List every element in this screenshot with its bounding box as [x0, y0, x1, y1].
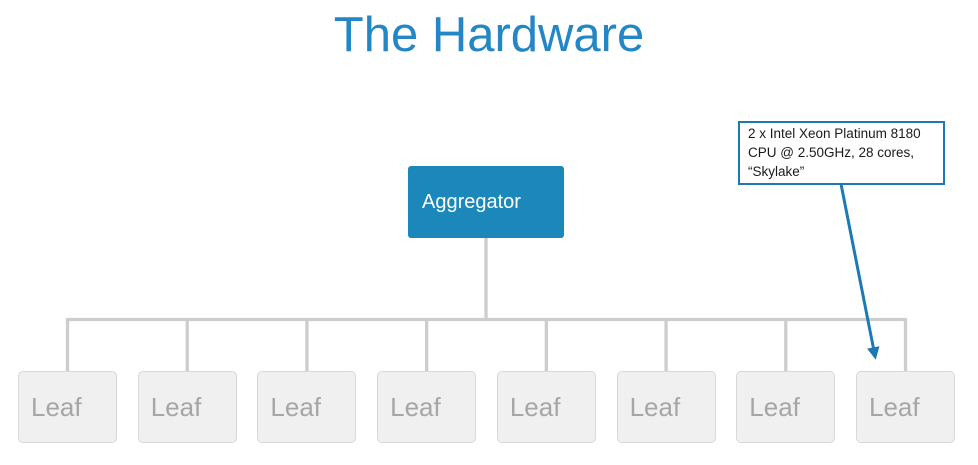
aggregator-node: Aggregator: [408, 166, 564, 238]
leaf-label: Leaf: [31, 391, 82, 422]
leaf-node: Leaf: [257, 371, 357, 443]
leaf-node: Leaf: [137, 371, 237, 443]
leaf-label: Leaf: [509, 391, 561, 422]
callout-text-line: 2 x Intel Xeon Platinum 8180: [748, 126, 921, 141]
leaf-label: Leaf: [868, 391, 920, 422]
leaf-label: Leaf: [270, 391, 322, 422]
page-title: The Hardware: [333, 8, 645, 62]
leaf-label: Leaf: [150, 391, 202, 422]
cpu-spec-callout: 2 x Intel Xeon Platinum 8180 CPU @ 2.50G…: [738, 121, 945, 185]
leaf-node: Leaf: [18, 371, 117, 443]
leaf-node: Leaf: [616, 371, 716, 443]
leaf-label: Leaf: [749, 391, 800, 422]
callout-text-line: CPU @ 2.50GHz, 28 cores,: [748, 145, 915, 160]
leaf-label: Leaf: [390, 391, 441, 422]
aggregator-label: Aggregator: [422, 190, 521, 213]
callout-text-line: “Skylake”: [748, 164, 805, 179]
leaf-node: Leaf: [855, 371, 955, 443]
leaf-node: Leaf: [377, 371, 477, 443]
leaf-node: Leaf: [496, 371, 596, 443]
leaf-node: Leaf: [736, 371, 836, 443]
leaf-label: Leaf: [629, 391, 681, 422]
